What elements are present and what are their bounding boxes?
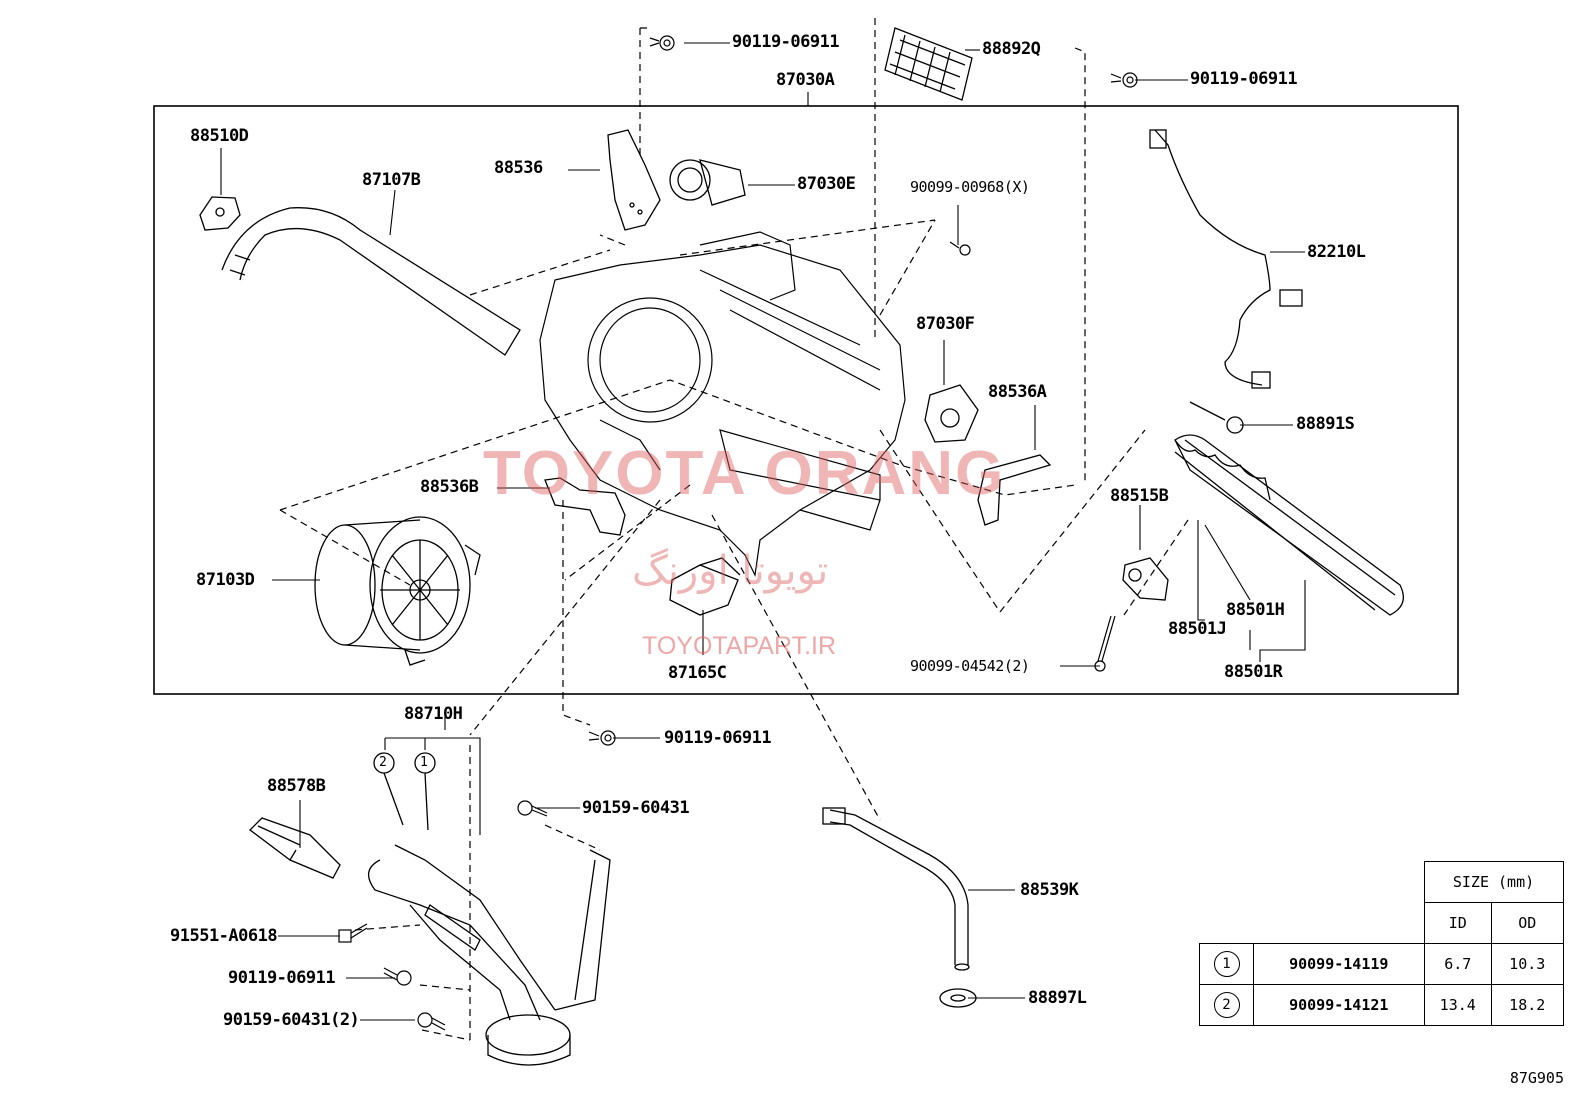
label-amp-87165c: 87165C [668, 663, 727, 683]
label-valve-88515b: 88515B [1110, 486, 1169, 506]
bracket-88536 [607, 129, 661, 231]
evaporator-88501r [1174, 434, 1404, 616]
watermark-main: TOYOTA ORANG [483, 439, 1006, 508]
figure-code: 87G905 [1509, 1069, 1564, 1087]
label-bolt-91551: 91551-A0618 [170, 926, 278, 946]
foam-pad-88892q [884, 27, 973, 101]
label-bolt-90159: 90159-60431 [582, 798, 690, 818]
label-foam-pad: 88892Q [982, 39, 1041, 59]
pad-88578b [249, 817, 341, 879]
ring-label-1: 1 [420, 755, 428, 770]
label-grommet: 88897L [1028, 988, 1087, 1008]
assembly-frame [153, 105, 1459, 695]
hose-marker-rings [373, 752, 436, 831]
row-id: 6.7 [1423, 943, 1492, 985]
size-table: SIZE (mm) ID OD 1 90099-14119 6.7 10.3 2… [1199, 861, 1564, 1026]
table-row: 2 90099-14121 13.4 18.2 [1199, 984, 1564, 1026]
bracket-88536b [544, 477, 626, 536]
label-pad-88578b: 88578B [267, 776, 326, 796]
drain-hose-88539k [822, 807, 970, 971]
label-bracket-88536b: 88536B [420, 477, 479, 497]
label-sensor-bracket: 88510D [190, 126, 249, 146]
size-table-col-id: ID [1423, 902, 1492, 944]
label-pipe-88710h: 88710H [404, 704, 463, 724]
servo-87030f [924, 384, 979, 443]
heater-unit-87030a [539, 231, 906, 577]
label-hose-87107b: 87107B [362, 170, 421, 190]
harness-82210l [1149, 129, 1303, 389]
row-id: 13.4 [1423, 984, 1492, 1026]
servo-87030e [669, 159, 746, 206]
row-marker: 2 [1213, 992, 1240, 1018]
bolt-icons [338, 35, 1138, 1031]
label-servo-87030f: 87030F [916, 314, 975, 334]
label-bolt-bottom: 90119-06911 [228, 968, 336, 988]
label-sensor-88891s: 88891S [1296, 414, 1355, 434]
label-bolt-top-right: 90119-06911 [1190, 69, 1298, 89]
label-bolt-90099-04542: 90099-04542(2) [910, 657, 1030, 675]
label-assembly: 87030A [776, 70, 835, 90]
row-marker: 1 [1213, 951, 1240, 977]
sensor-88891s [1189, 401, 1244, 434]
label-bolt-90159-2: 90159-60431(2) [223, 1010, 360, 1030]
hose-87107b [221, 207, 521, 356]
ring-label-2: 2 [379, 755, 387, 770]
label-bracket-88536a: 88536A [988, 382, 1047, 402]
table-row: 1 90099-14119 6.7 10.3 [1199, 943, 1564, 985]
label-evap-88501h: 88501H [1226, 600, 1285, 620]
blower-motor-87103d [314, 516, 481, 666]
label-drain-88539k: 88539K [1020, 880, 1079, 900]
grommet-88897l [939, 988, 977, 1008]
bracket-88536a [977, 454, 1052, 526]
leader-lines [220, 42, 1306, 1021]
amplifier-87165c [669, 557, 741, 616]
valve-88515b [1122, 557, 1169, 601]
label-blower: 87103D [196, 570, 255, 590]
label-evap-88501r: 88501R [1224, 662, 1283, 682]
label-bolt-mid: 90119-06911 [664, 728, 772, 748]
label-bolt-top: 90119-06911 [732, 32, 840, 52]
row-od: 18.2 [1490, 984, 1564, 1026]
sensor-bracket-88510d [199, 196, 241, 231]
label-evap-88501j: 88501J [1168, 619, 1227, 639]
label-screw-90099: 90099-00968(X) [910, 178, 1030, 196]
label-harness: 82210L [1307, 242, 1366, 262]
size-table-col-od: OD [1490, 902, 1564, 944]
pipe-assembly-88710h [368, 844, 611, 1066]
row-part: 90099-14121 [1253, 984, 1425, 1026]
label-bracket-88536: 88536 [494, 158, 543, 178]
watermark-farsi: تویوتا اورنگ [632, 548, 829, 594]
row-part: 90099-14119 [1253, 943, 1425, 985]
label-servo-87030e: 87030E [797, 174, 856, 194]
watermark-url: TOYOTAPART.IR [642, 632, 837, 660]
size-table-header: SIZE (mm) [1423, 861, 1564, 903]
row-od: 10.3 [1490, 943, 1564, 985]
